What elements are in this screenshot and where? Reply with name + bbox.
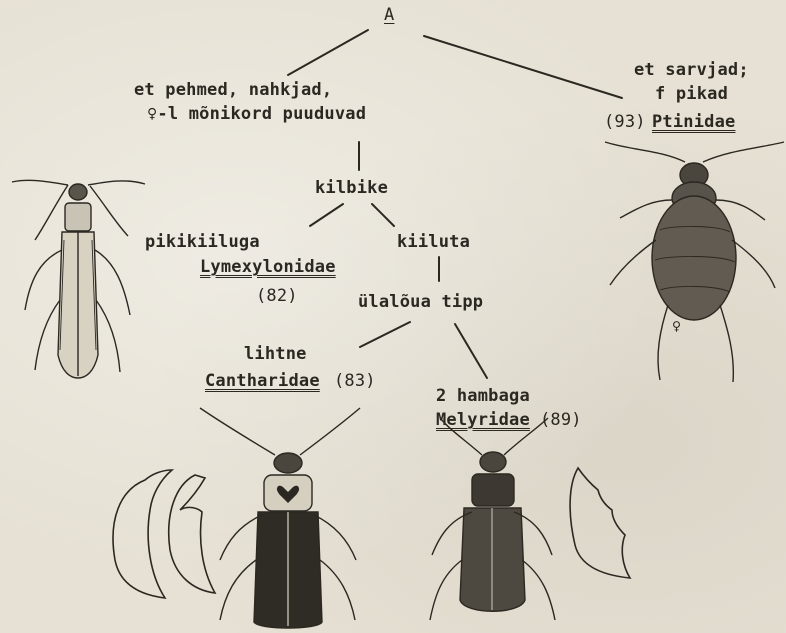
- melyridae-family: Melyridae: [436, 410, 530, 430]
- melyridae-beetle: [430, 418, 555, 620]
- connector-ulalõua-lihtne: [360, 322, 410, 347]
- lymexylonidae-family: Lymexylonidae: [200, 257, 336, 277]
- cantharidae-mandibles: [113, 470, 215, 598]
- node-kilbike: kilbike: [315, 178, 388, 198]
- female-symbol: ♀: [672, 316, 681, 336]
- right-branch-line2: f pikad: [655, 84, 728, 104]
- cantharidae-number: (83): [334, 371, 376, 391]
- lihtne-label: lihtne: [244, 344, 307, 364]
- ptinidae-family: Ptinidae: [652, 112, 735, 132]
- ptinidae-beetle: [605, 142, 784, 382]
- node-ulalõua-tipp: ülalõua tipp: [358, 292, 483, 312]
- connector-a-left: [288, 30, 368, 75]
- kiiluta-label: kiiluta: [397, 232, 470, 252]
- hambaga-label: 2 hambaga: [436, 386, 530, 406]
- left-branch-line1: et pehmed, nahkjad,: [134, 80, 332, 100]
- root-label-a: A: [384, 5, 394, 25]
- ptinidae-number: (93): [604, 112, 646, 132]
- pikikiiluga-label: pikikiiluga: [145, 232, 260, 252]
- cantharidae-family: Cantharidae: [205, 371, 320, 391]
- melyridae-mandible: [570, 468, 630, 578]
- right-branch-line1: et sarvjad;: [634, 60, 749, 80]
- connector-a-right: [424, 36, 622, 98]
- left-branch-line2: ♀-l mõnikord puuduvad: [147, 104, 366, 124]
- lymexylonidae-beetle: [12, 180, 145, 378]
- lymexylonidae-number: (82): [256, 286, 298, 306]
- connector-kilbike-pikikiiluga: [310, 204, 343, 226]
- cantharidae-beetle: [200, 408, 360, 628]
- melyridae-number: (89): [540, 410, 582, 430]
- connector-kilbike-kiiluta: [372, 204, 394, 226]
- connector-ulalõua-hambaga: [455, 324, 487, 378]
